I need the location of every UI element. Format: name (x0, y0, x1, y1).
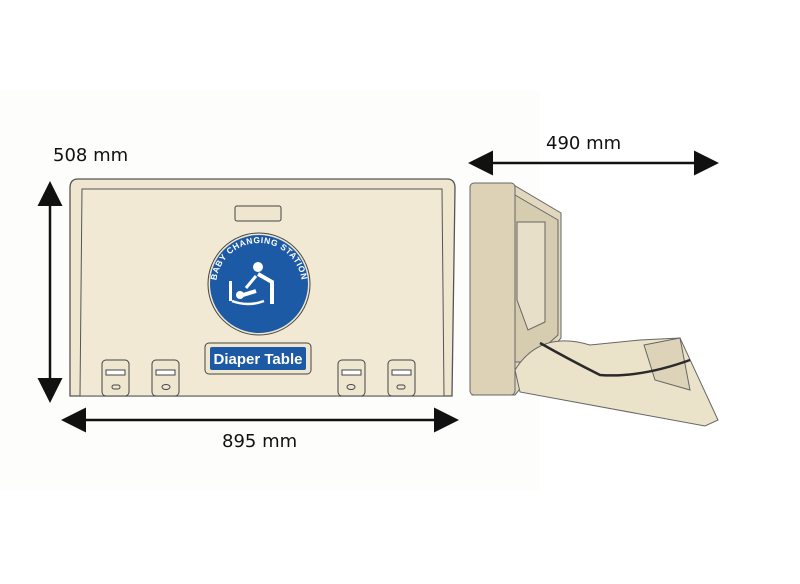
side-view (469, 182, 719, 427)
hinge-clips (101, 359, 416, 397)
handle (234, 205, 282, 222)
width-label: 895 mm (222, 431, 297, 452)
baby-changing-icon (229, 262, 274, 306)
baby-changing-sign: BABY CHANGING STATION (207, 232, 311, 336)
safety-strap (539, 341, 691, 377)
front-view: BABY CHANGING STATION Diaper Table (69, 178, 456, 397)
diaper-table-label-bg (210, 347, 306, 370)
diaper-table-label: Diaper Table (214, 351, 303, 368)
height-label: 508 mm (53, 145, 128, 166)
depth-label: 490 mm (546, 133, 621, 154)
